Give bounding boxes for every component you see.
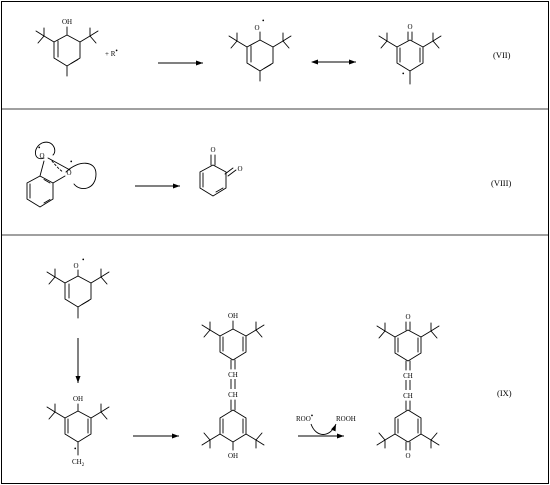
phenoxyl-o-label: O	[254, 24, 259, 32]
label-ix: (IX)	[497, 388, 512, 398]
r-radical-reagent: + R•	[105, 47, 118, 58]
phenoxyl-rearrangement-structure	[26, 141, 97, 208]
quinone-o1-label: O	[210, 146, 215, 154]
ix-benzyl-radical-structure	[46, 403, 110, 456]
bht-oh-label: OH	[62, 18, 72, 26]
label-viii: (VIII)	[491, 178, 511, 188]
ix-ch2-label: CH2	[72, 458, 85, 468]
ix-quinone-o-top-label: O	[405, 313, 410, 321]
ix-dimer-ch-bottom-label: CH	[228, 391, 238, 399]
bht-phenol-structure	[35, 26, 99, 77]
label-vii: (VII)	[493, 50, 511, 60]
phenoxyl-radical-dot: •	[262, 17, 265, 25]
ix-benzyl-radical-dot: •	[74, 445, 77, 453]
viii-o-lower-dot: •	[70, 158, 73, 166]
ix-phenoxyl-radical-structure	[46, 268, 110, 319]
ix-roo-radical-label: ROO•	[296, 412, 314, 423]
ix-curved-reagent-arrow	[310, 423, 337, 435]
dienone-o-label: O	[407, 23, 412, 31]
ix-quinone-ch-top-label: CH	[403, 372, 413, 380]
viii-o-upper-dot: •	[38, 144, 41, 152]
viii-o-lower-label: O	[66, 169, 71, 177]
phenoxyl-radical-structure	[228, 31, 292, 82]
ix-rooh-label: ROOH	[336, 415, 356, 423]
ortho-quinone-structure	[199, 154, 237, 197]
ix-dimer-ch-top-label: CH	[228, 371, 238, 379]
cyclohexadienone-radical-structure	[378, 31, 442, 85]
quinone-o2-label: O	[237, 165, 242, 173]
ix-stilbenequinone-structure	[376, 321, 440, 451]
ix-dimer-diol-structure	[201, 320, 265, 451]
dienone-radical-dot: •	[402, 70, 405, 78]
ix-quinone-ch-bottom-label: CH	[403, 392, 413, 400]
ix-o-label: O	[73, 262, 78, 270]
ix-quinone-o-bottom-label: O	[405, 452, 410, 460]
viii-o-upper-label: O	[39, 152, 44, 160]
ix-benzyl-oh-label: OH	[73, 395, 83, 403]
ix-o-radical-dot: •	[82, 256, 85, 264]
ix-dimer-oh-bottom-label: OH	[228, 452, 238, 460]
ix-dimer-oh-top-label: OH	[228, 312, 238, 320]
